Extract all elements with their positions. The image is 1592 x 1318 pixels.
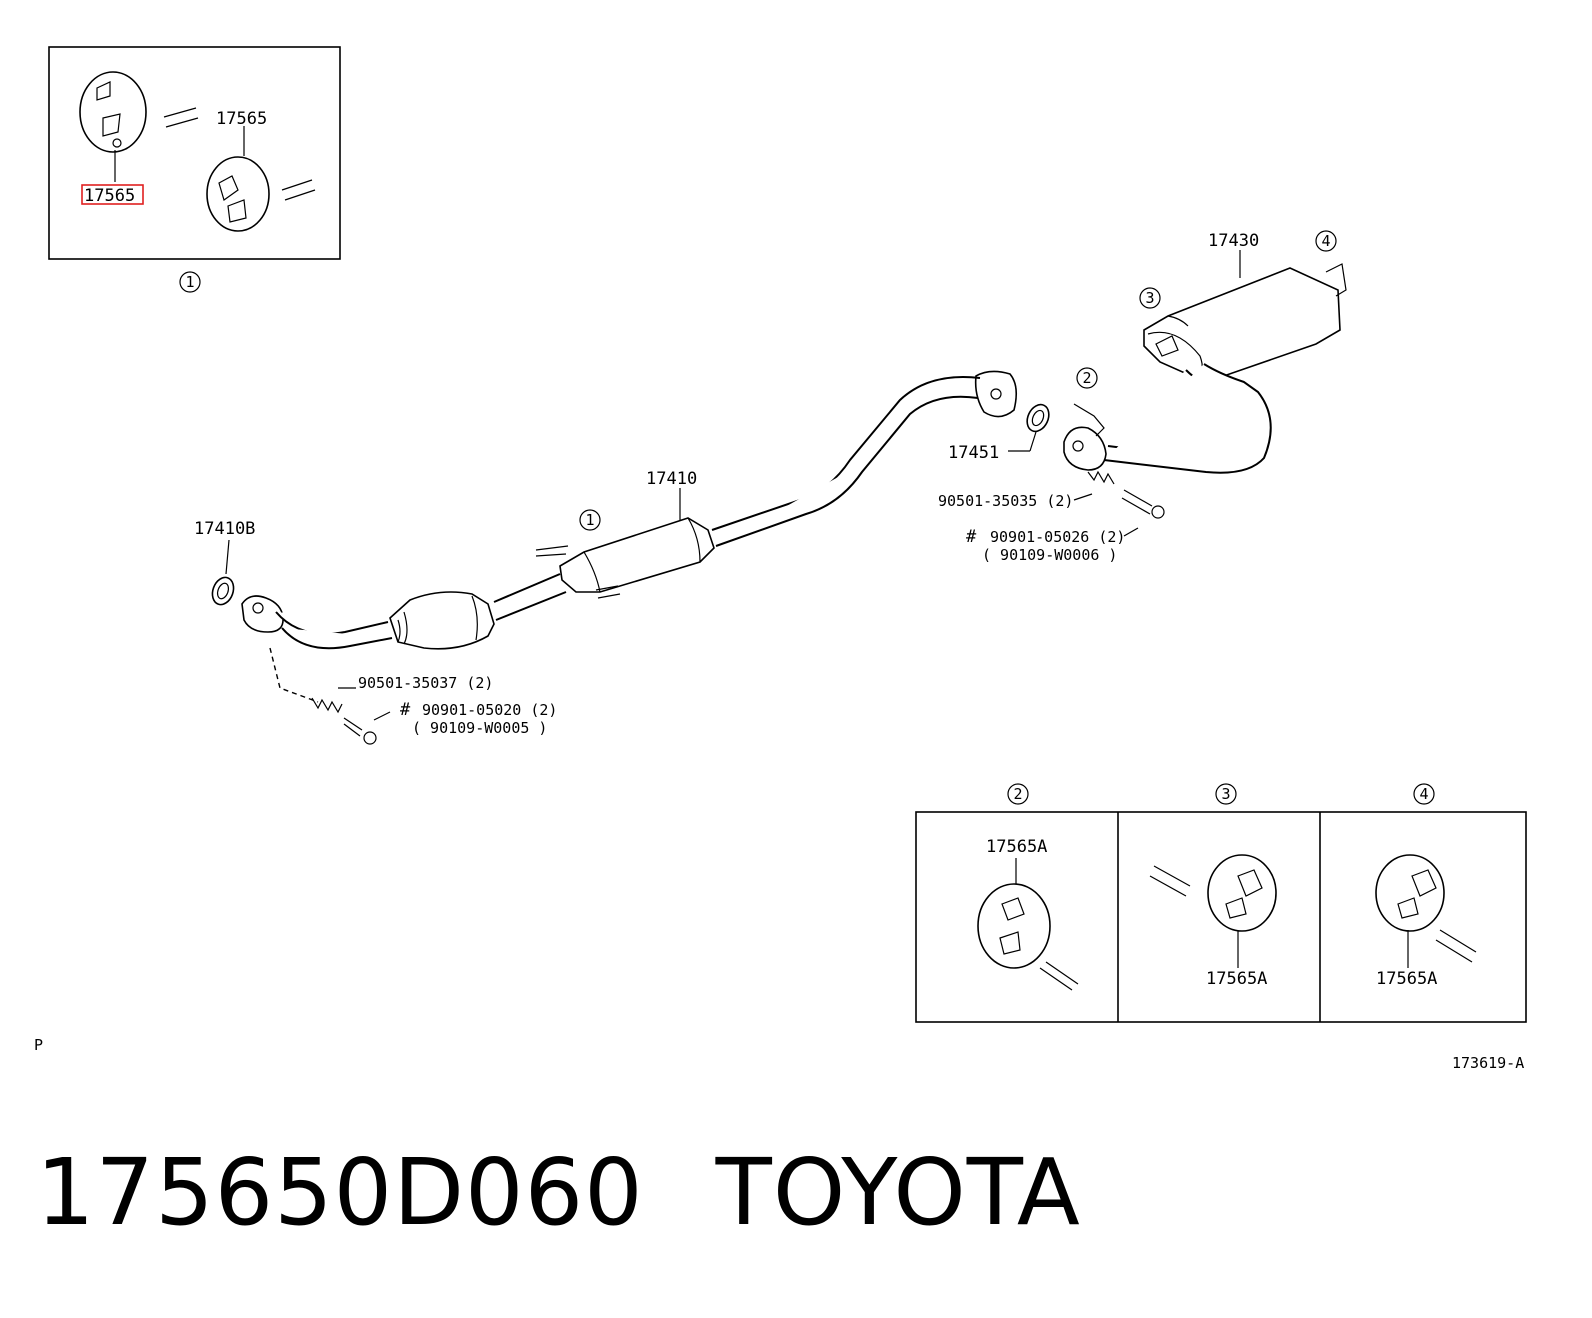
part-label-17565A-box2: 17565A xyxy=(986,837,1047,857)
front-exhaust-pipe xyxy=(211,370,1018,650)
hanger-rubber-icon xyxy=(206,126,270,232)
part-label-17410B: 17410B xyxy=(194,519,255,539)
part-label-17430: 17430 xyxy=(1208,231,1259,251)
callout-1-top: 1 xyxy=(179,271,201,293)
gasket-rear xyxy=(1008,403,1050,452)
highlight-box xyxy=(81,184,144,205)
callout-4-box: 4 xyxy=(1413,783,1435,805)
part-caption: 175650D060 TOYOTA xyxy=(36,1132,1081,1252)
part-label-17565: 17565 xyxy=(216,109,267,129)
svg-text:1: 1 xyxy=(185,273,194,291)
callout-4-top: 4 xyxy=(1315,230,1337,252)
part-label-17451: 17451 xyxy=(948,443,999,463)
part-label-17565-highlighted: 17565 xyxy=(84,186,135,206)
callout-2-box: 2 xyxy=(1007,783,1029,805)
hanger-rubber-icon xyxy=(79,71,147,182)
bolt-front-icon xyxy=(343,717,363,737)
callout-3-top: 3 xyxy=(1139,287,1161,309)
spring-front-icon xyxy=(311,697,343,714)
svg-text:3: 3 xyxy=(1221,785,1230,803)
hash-mark-rear: # xyxy=(966,527,977,547)
hanger-rod-icon xyxy=(163,107,199,128)
hanger-rod-icon xyxy=(281,179,316,201)
gasket-front-icon xyxy=(211,576,235,606)
part-label-17565A-box3: 17565A xyxy=(1206,969,1267,989)
svg-text:4: 4 xyxy=(1419,785,1428,803)
part-label-17565A-box4: 17565A xyxy=(1376,969,1437,989)
hanger-rubber-icon xyxy=(1375,854,1477,968)
spring-rear-icon xyxy=(1087,470,1115,485)
inset-hanger-group-1: 17565 17565 xyxy=(48,46,341,260)
front-fasteners xyxy=(269,647,391,745)
svg-text:4: 4 xyxy=(1321,232,1330,250)
callout-2-mid: 2 xyxy=(1076,367,1098,389)
hanger-rubber-icon xyxy=(977,858,1079,991)
brand-name: TOYOTA xyxy=(715,1138,1081,1246)
part-label-90501-35037: 90501-35037 (2) xyxy=(358,674,493,692)
rear-muffler xyxy=(1063,250,1347,474)
part-label-90901-05026: 90901-05026 (2) xyxy=(990,528,1125,546)
part-label-90901-05020: 90901-05020 (2) xyxy=(422,701,557,719)
part-label-17410: 17410 xyxy=(646,469,697,489)
svg-text:1: 1 xyxy=(585,511,594,529)
drawing-number: 173619-A xyxy=(1452,1054,1524,1072)
part-number: 175650D060 xyxy=(36,1138,644,1246)
hanger-rubber-icon xyxy=(1149,854,1277,968)
part-label-90501-35035: 90501-35035 (2) xyxy=(938,492,1073,510)
part-label-90109-W0006: ( 90109-W0006 ) xyxy=(982,546,1117,564)
svg-text:2: 2 xyxy=(1013,785,1022,803)
inset-hanger-boxes: 2 3 4 17565A 17565A 17565A xyxy=(915,783,1527,1023)
svg-text:2: 2 xyxy=(1082,369,1091,387)
part-label-90109-W0005: ( 90109-W0005 ) xyxy=(412,719,547,737)
corner-mark-p: P xyxy=(34,1036,43,1054)
hash-mark-front: # xyxy=(400,700,411,720)
callout-3-box: 3 xyxy=(1215,783,1237,805)
rear-fasteners xyxy=(1073,470,1165,537)
exhaust-parts-diagram: 17565 17565 1 xyxy=(34,46,1527,1072)
callout-1-mid: 1 xyxy=(579,509,601,531)
bolt-rear-icon xyxy=(1121,489,1153,515)
svg-text:3: 3 xyxy=(1145,289,1154,307)
